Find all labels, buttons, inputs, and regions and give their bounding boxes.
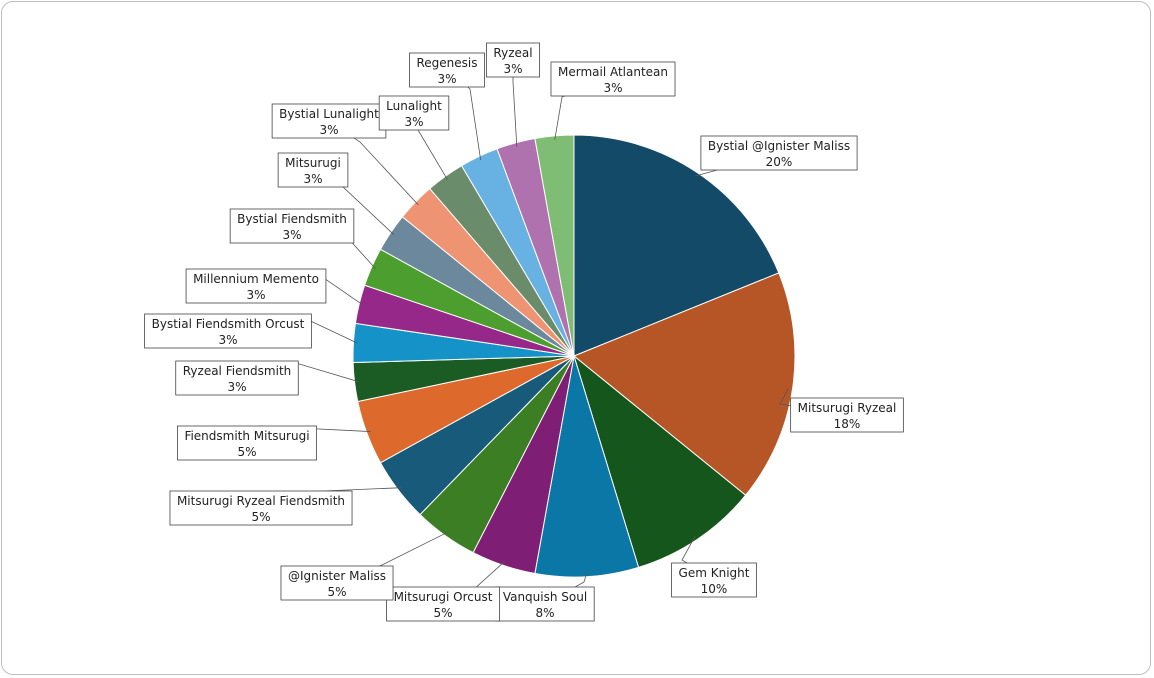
slice-label-name: Bystial @Ignister Maliss: [708, 139, 850, 153]
data-label-fiendsmith-mitsurugi: Fiendsmith Mitsurugi 5%: [177, 425, 317, 461]
data-label-bystial-fiendsmith: Bystial Fiendsmith 3%: [229, 208, 355, 244]
label-box: [169, 490, 353, 526]
data-label-bystial-lunalight: Bystial Lunalight 3%: [271, 103, 387, 139]
slice-label-percent: 5%: [327, 585, 346, 599]
label-box: [495, 586, 595, 622]
pie-slices: [352, 134, 796, 578]
label-box: [700, 135, 858, 171]
pie-slice-vanquish-soul: [534, 355, 640, 578]
data-label-lunalight: Lunalight 3%: [378, 95, 450, 131]
pie-slice-bystial-ignister-maliss: [573, 134, 780, 357]
data-label-vanquish-soul: Vanquish Soul 8%: [495, 586, 595, 622]
label-box: [280, 565, 394, 601]
slice-label-name: Mitsurugi: [285, 156, 341, 170]
slice-label-name: Millennium Memento: [193, 272, 319, 286]
slice-label-percent: 5%: [237, 445, 256, 459]
slice-label-percent: 8%: [535, 606, 554, 620]
label-box: [185, 268, 327, 304]
data-label-bystial-fiendsmith-orcust: Bystial Fiendsmith Orcust 3%: [144, 313, 312, 349]
label-box: [550, 61, 676, 97]
data-labels: Bystial @Ignister Maliss 20% Mitsurugi Ryz…: [144, 42, 904, 622]
slice-label-percent: 3%: [282, 228, 301, 242]
slice-label-percent: 20%: [766, 155, 793, 169]
pie-slice-mermail-atlantean: [534, 134, 575, 357]
slice-label-percent: 5%: [433, 606, 452, 620]
slice-label-name: Fiendsmith Mitsurugi: [184, 429, 309, 443]
slice-label-name: Lunalight: [386, 99, 442, 113]
label-box: [229, 208, 355, 244]
data-label-ryzeal-fiendsmith: Ryzeal Fiendsmith 3%: [175, 360, 299, 396]
label-box: [271, 103, 387, 139]
slice-label-percent: 3%: [303, 172, 322, 186]
data-label-mermail-atlantean: Mermail Atlantean 3%: [550, 61, 676, 97]
data-label-mitsurugi: Mitsurugi 3%: [277, 152, 349, 188]
slice-label-percent: 3%: [603, 81, 622, 95]
pie-slice-gem-knight: [573, 354, 747, 568]
slice-label-name: Mitsurugi Ryzeal: [798, 401, 897, 415]
data-label-ryzeal: Ryzeal 3%: [486, 42, 540, 78]
slice-label-name: Bystial Fiendsmith Orcust: [152, 317, 305, 331]
label-box: [671, 562, 757, 598]
slice-label-percent: 18%: [834, 417, 861, 431]
slice-label-name: Ryzeal Fiendsmith: [183, 364, 292, 378]
label-box: [486, 42, 540, 78]
data-label-regenesis: Regenesis 3%: [409, 52, 485, 88]
label-box: [409, 52, 485, 88]
slice-label-percent: 3%: [404, 115, 423, 129]
data-label-millennium-memento: Millennium Memento 3%: [185, 268, 327, 304]
slice-label-name: Bystial Lunalight: [279, 107, 379, 121]
slice-label-name: Mitsurugi Orcust: [394, 590, 493, 604]
slice-label-name: Mitsurugi Ryzeal Fiendsmith: [177, 494, 345, 508]
slice-label-percent: 10%: [701, 582, 728, 596]
slice-label-name: Ryzeal: [493, 46, 532, 60]
slice-label-percent: 3%: [246, 288, 265, 302]
data-label-ignister-maliss: @Ignister Maliss 5%: [280, 565, 394, 601]
slice-label-percent: 3%: [319, 123, 338, 137]
slice-label-name: Regenesis: [416, 56, 477, 70]
label-box: [177, 425, 317, 461]
label-box: [277, 152, 349, 188]
pie-slice-mitsurugi-ryzeal: [573, 272, 796, 496]
label-box: [790, 397, 904, 433]
slice-label-percent: 3%: [227, 380, 246, 394]
data-label-bystial-ignister-maliss: Bystial @Ignister Maliss 20%: [700, 135, 858, 171]
data-label-mitsurugi-ryzeal: Mitsurugi Ryzeal 18%: [790, 397, 904, 433]
label-box: [144, 313, 312, 349]
data-label-gem-knight: Gem Knight 10%: [671, 562, 757, 598]
slice-label-name: Mermail Atlantean: [558, 65, 668, 79]
slice-label-name: @Ignister Maliss: [288, 569, 386, 583]
label-box: [386, 586, 500, 622]
data-label-mitsurugi-ryzeal-fiendsmith: Mitsurugi Ryzeal Fiendsmith 5%: [169, 490, 353, 526]
slice-label-name: Bystial Fiendsmith: [237, 212, 347, 226]
slice-label-percent: 3%: [218, 333, 237, 347]
label-box: [378, 95, 450, 131]
slice-label-percent: 3%: [437, 72, 456, 86]
data-label-mitsurugi-orcust: Mitsurugi Orcust 5%: [386, 586, 500, 622]
slice-label-name: Vanquish Soul: [503, 590, 587, 604]
slice-label-percent: 3%: [503, 62, 522, 76]
slice-label-percent: 5%: [251, 510, 270, 524]
label-box: [175, 360, 299, 396]
slice-label-name: Gem Knight: [679, 566, 750, 580]
